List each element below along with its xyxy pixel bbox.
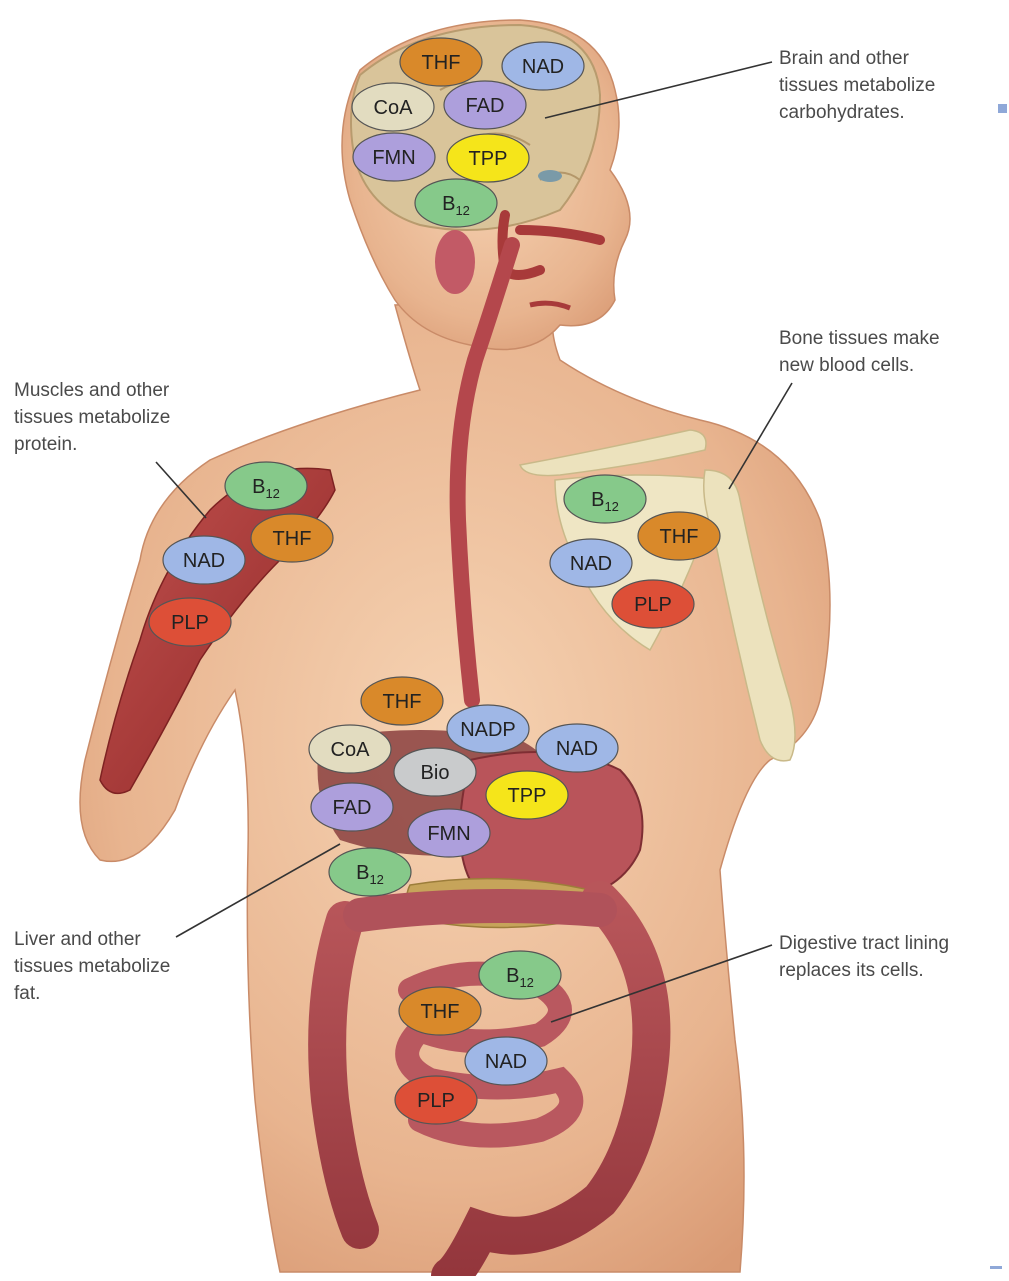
caption-muscle: Muscles and other tissues metabolize pro… xyxy=(14,377,170,458)
edge-mark-top xyxy=(998,104,1007,113)
coenzyme-badge-liver-nad: NAD xyxy=(536,724,618,772)
coenzyme-label: Bio xyxy=(421,762,450,784)
coenzyme-badge-muscle-plp: PLP xyxy=(149,598,231,646)
coenzyme-badge-liver-coa: CoA xyxy=(309,725,391,773)
coenzyme-badge-muscle-nad: NAD xyxy=(163,536,245,584)
coenzyme-badge-muscle-b12: B12 xyxy=(225,462,307,510)
coenzyme-label: TPP xyxy=(508,785,547,807)
coenzyme-label: PLP xyxy=(634,594,672,616)
caption-brain: Brain and other tissues metabolize carbo… xyxy=(779,45,935,126)
caption-liver-line-3: fat. xyxy=(14,980,170,1007)
coenzyme-label: FMN xyxy=(427,823,470,845)
coenzyme-label: PLP xyxy=(417,1090,455,1112)
coenzyme-label: NAD xyxy=(183,550,225,572)
coenzyme-badge-brain-fmn: FMN xyxy=(353,133,435,181)
coenzyme-badge-liver-bio: Bio xyxy=(394,748,476,796)
coenzyme-label: THF xyxy=(383,691,422,713)
caption-bone-line-2: new blood cells. xyxy=(779,352,940,379)
coenzyme-label: PLP xyxy=(171,612,209,634)
edge-mark-bottom xyxy=(990,1266,1002,1269)
caption-bone: Bone tissues make new blood cells. xyxy=(779,325,940,379)
coenzyme-label: CoA xyxy=(331,739,371,761)
caption-muscle-line-1: Muscles and other xyxy=(14,377,170,404)
coenzyme-badge-digestive-plp: PLP xyxy=(395,1076,477,1124)
coenzyme-label: THF xyxy=(421,1001,460,1023)
coenzyme-label: FAD xyxy=(333,797,372,819)
caption-muscle-line-2: tissues metabolize xyxy=(14,404,170,431)
coenzyme-badge-digestive-b12: B12 xyxy=(479,951,561,999)
coenzyme-label: TPP xyxy=(469,148,508,170)
caption-brain-line-1: Brain and other xyxy=(779,45,935,72)
coenzyme-label: THF xyxy=(660,526,699,548)
caption-liver-line-2: tissues metabolize xyxy=(14,953,170,980)
caption-bone-line-1: Bone tissues make xyxy=(779,325,940,352)
caption-muscle-line-3: protein. xyxy=(14,431,170,458)
coenzyme-label: NADP xyxy=(460,719,516,741)
coenzyme-label: THF xyxy=(273,528,312,550)
coenzyme-badge-liver-b12: B12 xyxy=(329,848,411,896)
coenzyme-badge-liver-nadp: NADP xyxy=(447,705,529,753)
caption-brain-line-3: carbohydrates. xyxy=(779,99,935,126)
coenzyme-label: CoA xyxy=(374,97,414,119)
coenzyme-badge-bone-thf: THF xyxy=(638,512,720,560)
head xyxy=(342,20,630,350)
caption-liver-line-1: Liver and other xyxy=(14,926,170,953)
coenzyme-badge-liver-fad: FAD xyxy=(311,783,393,831)
caption-digestive: Digestive tract lining replaces its cell… xyxy=(779,930,949,984)
coenzyme-badge-brain-fad: FAD xyxy=(444,81,526,129)
caption-liver: Liver and other tissues metabolize fat. xyxy=(14,926,170,1007)
coenzyme-badge-brain-b12: B12 xyxy=(415,179,497,227)
coenzyme-badge-liver-tpp: TPP xyxy=(486,771,568,819)
caption-brain-line-2: tissues metabolize xyxy=(779,72,935,99)
coenzyme-badge-muscle-thf: THF xyxy=(251,514,333,562)
coenzyme-badge-brain-thf: THF xyxy=(400,38,482,86)
coenzyme-label: THF xyxy=(422,52,461,74)
coenzyme-label: NAD xyxy=(556,738,598,760)
coenzyme-badge-bone-plp: PLP xyxy=(612,580,694,628)
coenzyme-badge-digestive-nad: NAD xyxy=(465,1037,547,1085)
coenzyme-label: NAD xyxy=(485,1051,527,1073)
coenzyme-badge-bone-nad: NAD xyxy=(550,539,632,587)
coenzyme-badge-brain-tpp: TPP xyxy=(447,134,529,182)
caption-digestive-line-2: replaces its cells. xyxy=(779,957,949,984)
coenzyme-badge-digestive-thf: THF xyxy=(399,987,481,1035)
coenzyme-label: NAD xyxy=(570,553,612,575)
coenzyme-label: FMN xyxy=(372,147,415,169)
caption-digestive-line-1: Digestive tract lining xyxy=(779,930,949,957)
coenzyme-label: NAD xyxy=(522,56,564,78)
coenzyme-badge-liver-fmn: FMN xyxy=(408,809,490,857)
coenzyme-badge-brain-nad: NAD xyxy=(502,42,584,90)
coenzyme-label: FAD xyxy=(466,95,505,117)
coenzyme-badge-bone-b12: B12 xyxy=(564,475,646,523)
coenzyme-badge-liver-thf: THF xyxy=(361,677,443,725)
coenzyme-badge-brain-coa: CoA xyxy=(352,83,434,131)
